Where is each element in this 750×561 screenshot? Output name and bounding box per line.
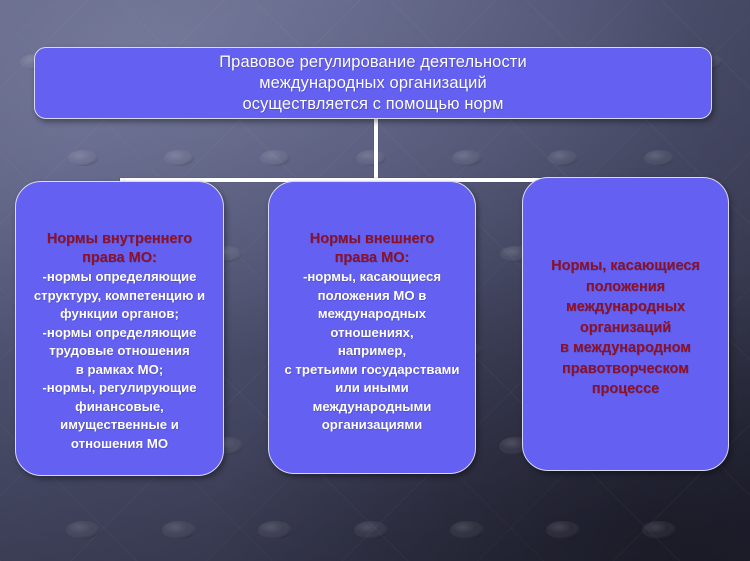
branch-box-external-law[interactable]: Нормы внешнего права МО: -нормы, касающи… (268, 181, 476, 474)
branch-internal-body-line-1: -нормы определяющие (42, 269, 197, 284)
branch-external-heading-line-1: Нормы внешнего (309, 231, 435, 247)
branch-lawmaking-line-1: Нормы, касающиеся (551, 258, 700, 274)
branch-box-internal-law[interactable]: Нормы внутреннего права МО: -нормы опред… (15, 181, 224, 476)
branch-internal-heading-line-1: Нормы внутреннего (46, 231, 193, 247)
root-statement-box[interactable]: Правовое регулирование деятельности межд… (34, 47, 712, 119)
branch-external-body-line-3: международных (317, 306, 427, 321)
branch-lawmaking-line-6: правотворческом (562, 360, 689, 377)
branch-internal-body-line-4: -нормы определяющие (42, 324, 197, 340)
branch-lawmaking-line-7: процессе (591, 381, 660, 397)
branch-lawmaking-line-4: организаций (579, 319, 672, 336)
branch-external-body-line-5: например, (337, 343, 407, 358)
root-line-3: осуществляется с помощью норм (242, 94, 504, 113)
branch-external-body-line-2: положения МО в (317, 287, 427, 303)
branch-external-body-line-1: -нормы, касающиеся (302, 269, 442, 284)
branch-internal-body-line-10: отношения МО (70, 435, 169, 451)
branch-external-body-line-8: международными (312, 398, 432, 414)
branch-internal-body-line-9: имущественные и (60, 417, 179, 432)
branch-external-body-line-6: с третьими государствами (284, 361, 460, 377)
branch-external-body-line-4: отношениях, (330, 324, 414, 340)
branch-external-body-line-7: или иными (335, 380, 409, 395)
branch-internal-body-line-5: трудовые отношения (49, 343, 190, 358)
branch-internal-body-line-8: финансовые, (75, 398, 164, 414)
branch-lawmaking-line-3: международных (565, 299, 686, 315)
root-line-1: Правовое регулирование деятельности (219, 52, 527, 71)
branch-lawmaking-content: Нормы, касающиеся положения международны… (531, 256, 720, 400)
branch-lawmaking-line-2: положения (585, 278, 666, 295)
connector-trunk-vertical (374, 119, 378, 182)
branch-internal-heading-line-2: права МО: (82, 250, 157, 266)
branch-internal-content: Нормы внутреннего права МО: -нормы опред… (24, 230, 215, 453)
branch-box-lawmaking-process[interactable]: Нормы, касающиеся положения международны… (522, 177, 729, 471)
branch-internal-body-line-7: -нормы, регулирующие (42, 380, 197, 395)
branch-external-heading-line-2: права МО: (334, 250, 410, 266)
branch-external-content: Нормы внешнего права МО: -нормы, касающи… (277, 230, 467, 435)
branch-lawmaking-line-5: в международном (560, 340, 691, 356)
root-line-2: международных организаций (259, 73, 487, 92)
branch-internal-body-line-6: в рамках МО; (75, 361, 164, 377)
branch-internal-body-line-3: функции органов; (60, 306, 179, 321)
connector-horizontal-bus (120, 178, 632, 182)
branch-external-body-line-9: организациями (321, 417, 423, 432)
branch-internal-body-line-2: структуру, компетенцию и (33, 287, 206, 303)
